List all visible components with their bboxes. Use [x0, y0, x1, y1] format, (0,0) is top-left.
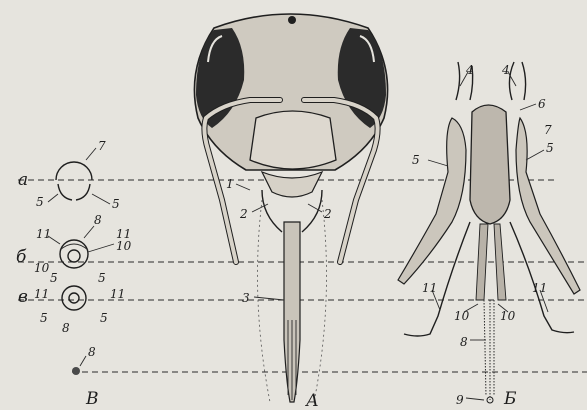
label-8-b: 8 [460, 335, 468, 349]
label-5-sec-b-left: 5 [50, 271, 58, 285]
label-5-sec-a-right: 5 [112, 197, 120, 211]
section-letter-a: а [18, 170, 28, 190]
section-small [72, 367, 80, 375]
label-10-sec-b-right: 10 [116, 239, 132, 253]
label-11-sec-v-right: 11 [110, 287, 125, 301]
ocellus [288, 16, 296, 24]
label-11-b-right: 11 [532, 281, 547, 295]
label-10-b-left: 10 [454, 309, 470, 323]
label-8-sec-b: 8 [94, 213, 102, 227]
right-maxilla [302, 190, 322, 232]
section-letter-v: в [18, 287, 28, 307]
section-a-top [56, 162, 92, 180]
label-11-sec-v-left: 11 [34, 287, 49, 301]
label-4-left: 4 [465, 63, 474, 77]
label-5-b-left: 5 [412, 153, 420, 167]
label-3-head: 3 [242, 291, 250, 305]
label-11-sec-b-left: 11 [36, 227, 51, 241]
label-7-sec: 7 [98, 139, 106, 153]
label-5-b-right: 5 [546, 141, 554, 155]
section-v-outer [62, 286, 86, 310]
mouthparts-drawing-b [398, 62, 580, 403]
label-4-right: 4 [501, 63, 510, 77]
label-10-b-right: 10 [500, 309, 516, 323]
section-letter-b: б [16, 247, 27, 267]
label-2-head-right: 2 [323, 207, 332, 221]
label-6: 6 [538, 97, 546, 111]
panel-label-a: А [305, 391, 319, 410]
left-maxilla [262, 190, 282, 232]
label-2-head-left: 2 [239, 207, 248, 221]
label-1-head: 1 [226, 177, 234, 191]
head-drawing-a [194, 14, 387, 402]
label-5-sec-b-right: 5 [98, 271, 106, 285]
clypeus [250, 111, 336, 169]
panel-label-v: В [85, 389, 99, 409]
cross-sections-v [56, 162, 92, 375]
panel-label-b: Б [503, 389, 517, 409]
section-v-inner [69, 293, 79, 303]
label-7: 7 [544, 123, 552, 137]
label-5-sec-v-right: 5 [100, 311, 108, 325]
label-8-sec-v: 8 [62, 321, 70, 335]
section-a-bottom [58, 184, 90, 200]
glossa [484, 300, 494, 400]
labrum [262, 172, 322, 197]
section-b-inner [68, 250, 80, 262]
label-5-sec-v-left: 5 [40, 311, 48, 325]
right-mandible [509, 62, 525, 100]
label-10-sec-b-left: 10 [34, 261, 50, 275]
labium-body [470, 105, 510, 224]
label-5-sec-a-left: 5 [36, 195, 44, 209]
label-9: 9 [456, 393, 464, 407]
label-11-b-left: 11 [422, 281, 437, 295]
label-8-small: 8 [88, 345, 96, 359]
